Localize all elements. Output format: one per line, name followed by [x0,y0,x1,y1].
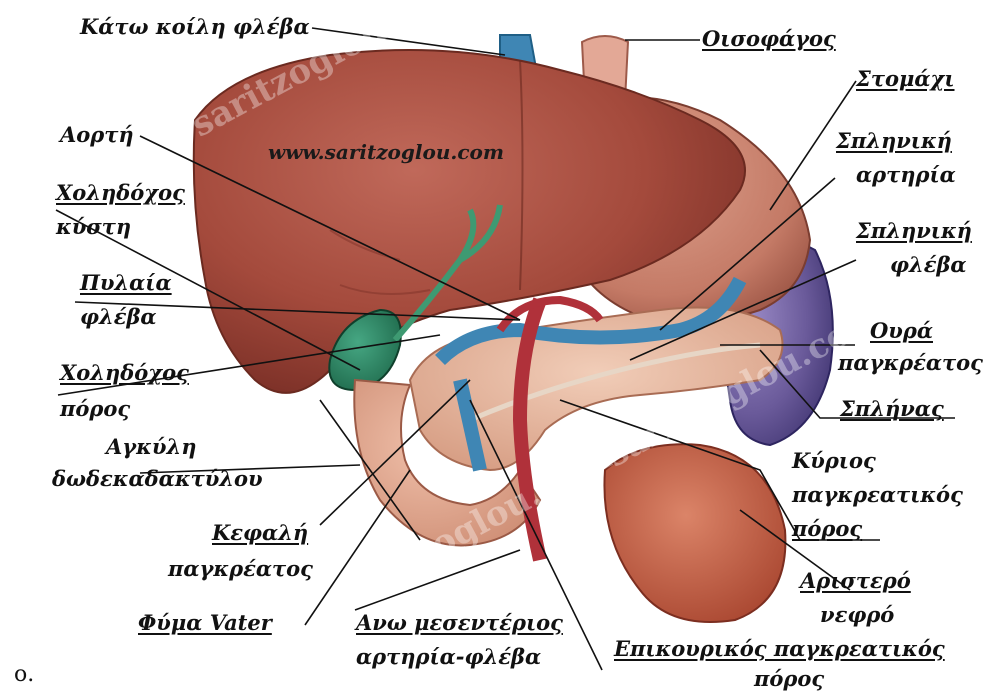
label-accessory-duct-2: πόρος [754,666,824,692]
label-esophagus: Οισοφάγος [702,26,836,52]
label-mesenteric-1: Ανω μεσεντέριος [356,610,563,636]
label-main-duct-3: πόρος [792,516,862,542]
label-portal-vein-2: φλέβα [80,304,157,330]
label-splenic-vein-2: φλέβα [890,252,967,278]
label-main-duct-2: παγκρεατικός [792,482,963,508]
label-gallbladder-1: Χοληδόχος [56,180,185,206]
label-duodenum-1: Αγκύλη [106,434,196,460]
website-url: www.saritzoglou.com [268,140,504,164]
label-vena-cava: Κάτω κοίλη φλέβα [80,14,310,40]
label-splenic-artery-2: αρτηρία [856,162,956,188]
label-gallbladder-2: κύστη [56,214,131,240]
label-portal-vein-1: Πυλαία [80,270,172,296]
label-bile-duct-2: πόρος [60,396,130,422]
label-stomach: Στομάχι [856,66,955,92]
label-pancreas-tail-1: Ουρά [870,318,933,344]
label-mesenteric-2: αρτηρία-φλέβα [356,644,541,670]
label-spleen: Σπλήνας [840,396,944,422]
label-pancreas-head-2: παγκρέατος [168,556,313,582]
label-left-kidney-2: νεφρό [820,602,894,628]
left-kidney-shape [604,444,785,622]
label-vater: Φύμα Vater [138,610,272,636]
label-pancreas-head-1: Κεφαλή [212,520,308,546]
label-bile-duct-1: Χοληδόχος [60,360,189,386]
label-aorta: Αορτή [60,122,134,148]
label-splenic-vein-1: Σπληνική [856,218,972,244]
corner-text: ο. [14,662,34,688]
label-main-duct-1: Κύριος [792,448,876,474]
label-pancreas-tail-2: παγκρέατος [838,350,983,376]
label-duodenum-2: δωδεκαδακτύλου [52,466,263,492]
label-left-kidney-1: Αριστερό [800,568,911,594]
label-accessory-duct-1: Επικουρικός παγκρεατικός [614,636,945,662]
label-splenic-artery-1: Σπληνική [836,128,952,154]
